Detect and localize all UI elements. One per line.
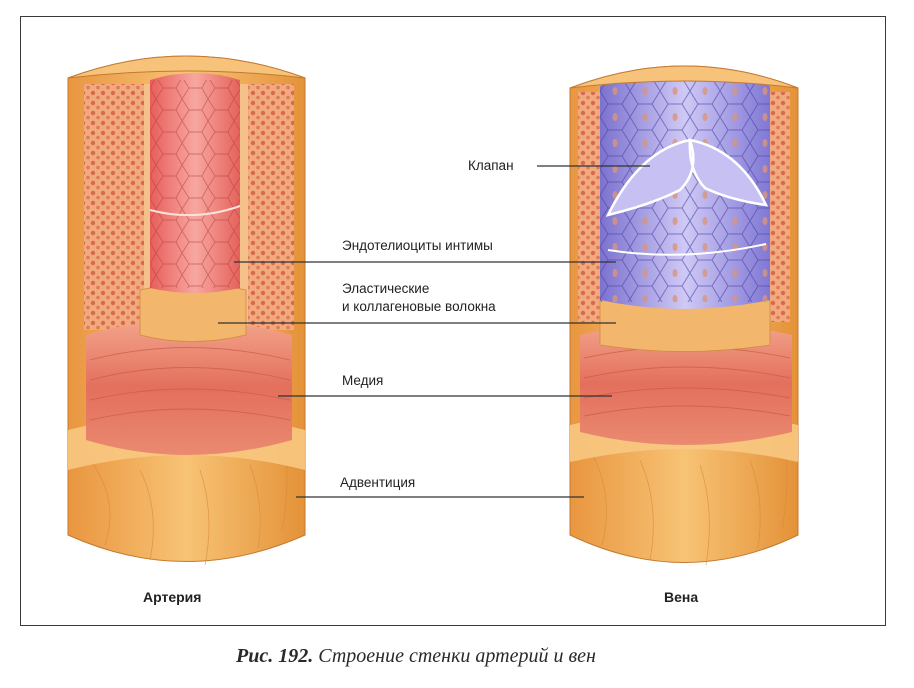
label-valve: Клапан bbox=[468, 158, 514, 173]
caption-prefix: Рис. 192. bbox=[236, 645, 314, 667]
vein-valve bbox=[605, 138, 769, 217]
vein-wall-dotted bbox=[578, 92, 600, 322]
vein-media bbox=[580, 322, 792, 445]
artery-illustration bbox=[67, 55, 306, 566]
artery-media bbox=[86, 320, 292, 455]
artery-label: Артерия bbox=[143, 589, 202, 605]
caption-text: Строение стенки артерий и вен bbox=[318, 645, 596, 667]
label-adventitia: Адвентиция bbox=[340, 475, 416, 490]
label-fibers-line1: Эластические bbox=[342, 281, 430, 296]
label-fibers-line2: и коллагеновые волокна bbox=[342, 299, 496, 314]
figure-caption: Рис. 192. Строение стенки артерий и вен bbox=[236, 645, 596, 668]
leader-lines bbox=[218, 165, 650, 498]
vein-label: Вена bbox=[664, 589, 699, 605]
artery-wall-dotted bbox=[84, 84, 144, 330]
vein-illustration bbox=[569, 65, 799, 566]
label-media: Медия bbox=[342, 373, 384, 388]
label-endothelium: Эндотелиоциты интимы bbox=[342, 238, 493, 253]
